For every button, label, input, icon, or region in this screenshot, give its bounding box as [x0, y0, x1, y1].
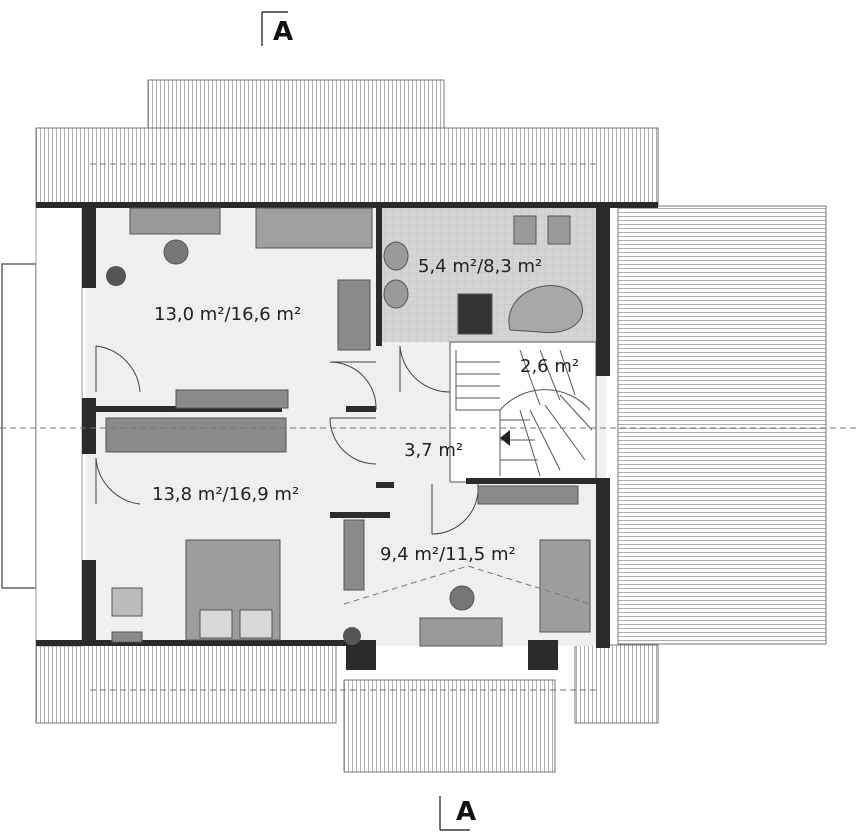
roof-right — [617, 205, 827, 645]
room-area-bathroom: 5,4 m²/8,3 m² — [418, 256, 542, 277]
staircase — [455, 349, 593, 477]
stair-arrow-icon — [500, 430, 510, 446]
dashed-lines — [0, 163, 860, 691]
room-area-bedroom-top-left: 13,0 m²/16,6 m² — [154, 304, 301, 325]
roof-bottom-right — [574, 644, 659, 724]
bathroom-fixtures — [383, 215, 583, 335]
section-marker-top: A — [261, 11, 293, 47]
section-label-bottom: A — [456, 797, 476, 827]
balcony-left — [1, 205, 83, 647]
room-area-bedroom-bottom-left: 13,8 m²/16,9 m² — [152, 484, 299, 505]
roof-bottom — [35, 644, 337, 724]
furniture-bedroom-bottom-left — [105, 417, 287, 643]
furniture-bedroom-right — [343, 485, 591, 647]
roof-dormer-bottom — [343, 679, 556, 773]
room-area-stair-landing: 2,6 m² — [520, 356, 579, 377]
section-label-top: A — [273, 17, 293, 47]
furniture-bedroom-top-left — [129, 207, 373, 409]
section-marker-bottom: A — [439, 796, 476, 831]
plant-icon — [106, 266, 361, 645]
room-area-hall: 3,7 m² — [404, 440, 463, 461]
room-area-bedroom-right: 9,4 m²/11,5 m² — [380, 544, 516, 565]
walls — [36, 202, 658, 670]
roof-top — [35, 79, 659, 207]
